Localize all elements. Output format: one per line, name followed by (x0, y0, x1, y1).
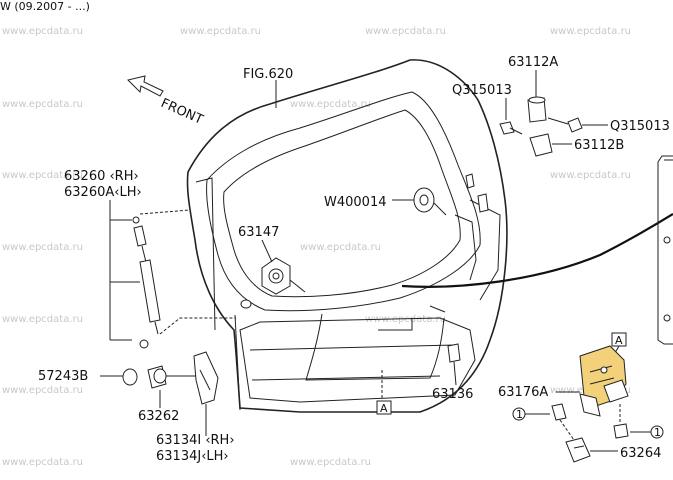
label-63264: 63264 (620, 446, 661, 461)
ref-a-label: A (615, 334, 623, 347)
fig-label: FIG.620 (243, 67, 293, 82)
watermark: www.epcdata.ru (365, 314, 446, 325)
label-63112b: 63112B (574, 138, 624, 153)
fastener-group: 1 1 63264 (512, 403, 664, 463)
watermark: www.epcdata.ru (2, 242, 83, 253)
watermark: www.epcdata.ru (2, 170, 83, 181)
grommet-w400014: W400014 (324, 187, 447, 216)
label-63176a: 63176A (498, 385, 548, 400)
label-q315013-top: Q315013 (452, 83, 512, 98)
ref-box-a-bottom: A (376, 400, 392, 415)
watermark: www.epcdata.ru (290, 99, 371, 110)
label-63134j-lh: 63134J‹LH› (156, 449, 229, 464)
page-title: W (09.2007 - ...) (0, 0, 90, 13)
watermark: www.epcdata.ru (290, 457, 371, 468)
label-63262: 63262 (138, 409, 179, 424)
label-63112a: 63112A (508, 55, 558, 70)
label-63147: 63147 (238, 225, 279, 240)
inset-frame (657, 155, 673, 345)
wiper-motor-63147: 63147 (238, 225, 306, 295)
gas-strut-63260: 63260 ‹RH› 63260A‹LH› (64, 169, 236, 349)
label-63260a-lh: 63260A‹LH› (64, 185, 142, 200)
watermark: www.epcdata.ru (2, 457, 83, 468)
watermark: www.epcdata.ru (2, 314, 83, 325)
watermark: www.epcdata.ru (2, 385, 83, 396)
watermark: www.epcdata.ru (2, 99, 83, 110)
striker-group-63112: 63112A Q315013 Q315013 63112B (452, 55, 670, 157)
label-63260-rh: 63260 ‹RH› (64, 169, 139, 184)
ref-1-label: 1 (654, 426, 661, 439)
label-q315013-right: Q315013 (610, 119, 670, 134)
ref-1-label: 1 (516, 408, 523, 421)
bumper-parts: 57243B 63262 (38, 365, 196, 424)
watermark: www.epcdata.ru (365, 26, 446, 37)
label-63134i-rh: 63134I ‹RH› (156, 433, 235, 448)
watermark: www.epcdata.ru (550, 170, 631, 181)
ref-a-label: A (380, 402, 388, 415)
label-w400014: W400014 (324, 195, 386, 210)
front-arrow: FRONT (127, 75, 205, 128)
wiring-harness (401, 213, 673, 288)
label-63136: 63136 (432, 387, 473, 402)
label-57243b: 57243B (38, 369, 88, 384)
hinge-63134: 63134I ‹RH› 63134J‹LH› (156, 351, 235, 464)
lock-actuator-63176a: A 63176A (498, 332, 629, 417)
watermark: www.epcdata.ru (2, 26, 83, 37)
tailgate-body (186, 59, 508, 413)
front-label: FRONT (158, 96, 205, 128)
watermark: www.epcdata.ru (180, 26, 261, 37)
watermark: www.epcdata.ru (550, 26, 631, 37)
watermark: www.epcdata.ru (300, 242, 381, 253)
